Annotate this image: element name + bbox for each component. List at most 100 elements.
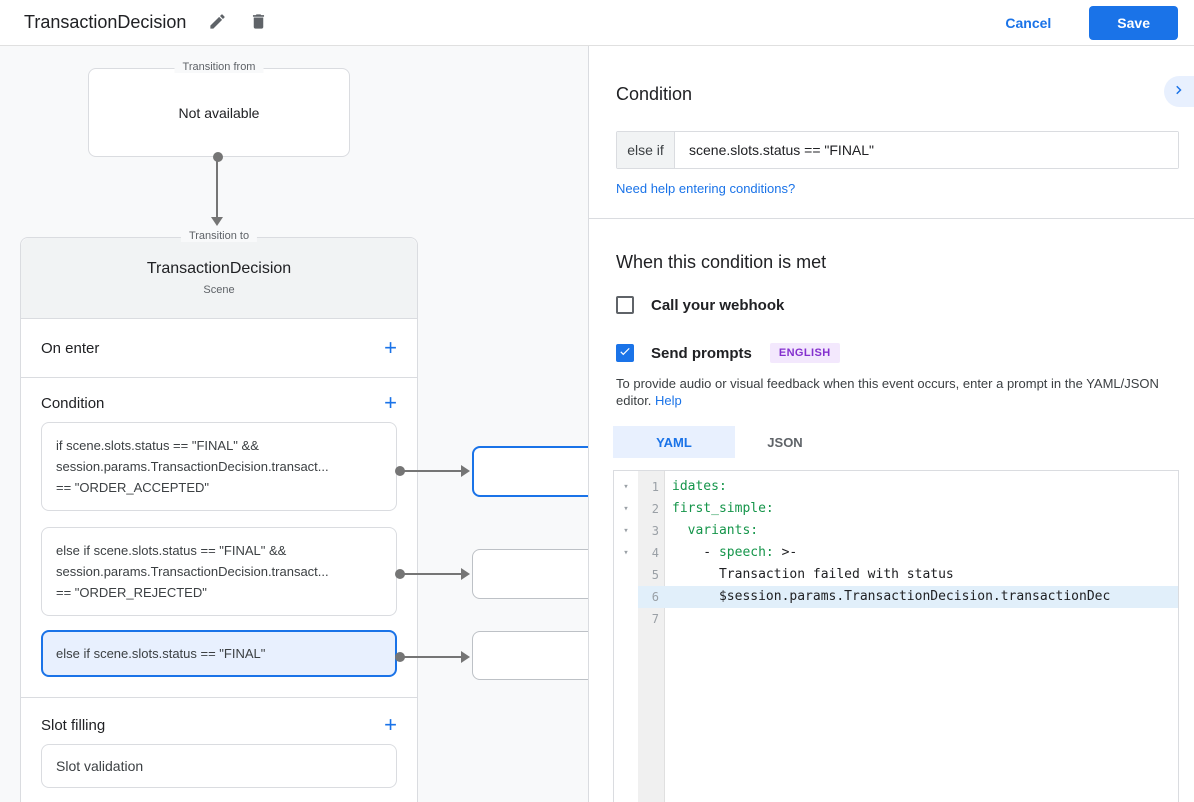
condition-section-label: Condition	[41, 394, 105, 412]
chevron-down-icon[interactable]: ▾	[623, 548, 629, 558]
transition-from-box[interactable]: Transition from Not available	[88, 61, 350, 157]
condition-card[interactable]: else if scene.slots.status == "FINAL" &&…	[41, 527, 397, 616]
send-prompts-checkbox[interactable]	[616, 344, 634, 362]
connector-dot	[395, 652, 405, 662]
condition-card-text: else if scene.slots.status == "FINAL" &&	[56, 543, 287, 558]
editor-code-lines: ▾ 1 idates: ▾ 2 first_simple: ▾ 3 variants: ▾ 4 -…	[614, 476, 1178, 630]
trash-icon	[249, 12, 268, 34]
code-line[interactable]: 7	[614, 608, 1178, 630]
chevron-down-icon[interactable]: ▾	[623, 482, 629, 492]
save-button[interactable]: Save	[1089, 5, 1178, 40]
chevron-right-icon	[1170, 81, 1188, 102]
top-bar: TransactionDecision Cancel Save	[0, 0, 1194, 46]
description-text: To provide audio or visual feedback when…	[616, 376, 1159, 408]
language-badge: ENGLISH	[769, 343, 840, 363]
arrow-down-icon	[211, 217, 223, 226]
connector-line	[404, 573, 462, 575]
on-enter-label: On enter	[41, 339, 100, 357]
line-number: 1	[651, 480, 659, 494]
slot-validation-card[interactable]: Slot validation	[41, 744, 397, 788]
add-on-enter-button[interactable]: +	[384, 337, 397, 359]
connector-dot	[213, 152, 223, 162]
yaml-code-editor[interactable]: ▾ 1 idates: ▾ 2 first_simple: ▾ 3 variants: ▾ 4 -…	[613, 470, 1179, 802]
add-condition-button[interactable]: +	[384, 392, 397, 414]
condition-card-text: else if scene.slots.status == "FINAL"	[56, 646, 266, 661]
help-link[interactable]: Help	[655, 393, 682, 408]
code-text: - speech: >-	[672, 545, 798, 560]
code-text	[665, 608, 1178, 630]
panel-divider	[589, 218, 1194, 219]
condition-section-header: Condition +	[41, 392, 397, 414]
tab-yaml[interactable]: YAML	[613, 426, 735, 458]
transition-from-legend: Transition from	[174, 61, 264, 73]
code-line[interactable]: ▾ 3 variants:	[614, 520, 1178, 542]
cancel-button[interactable]: Cancel	[1005, 14, 1052, 31]
add-slot-button[interactable]: +	[384, 714, 397, 736]
editor-fold-gutter	[614, 471, 638, 802]
connector-dot	[395, 569, 405, 579]
condition-card-list: if scene.slots.status == "FINAL" && sessi…	[41, 422, 397, 677]
scene-type-label: Scene	[203, 284, 235, 296]
line-number: 5	[651, 568, 659, 582]
line-number: 2	[651, 502, 659, 516]
collapse-panel-button[interactable]	[1164, 76, 1194, 107]
line-number: 3	[651, 524, 659, 538]
scene-diagram: Transition from Not available Transition…	[0, 46, 588, 802]
connector-line	[216, 160, 218, 218]
condition-card-text: if scene.slots.status == "FINAL" &&	[56, 438, 259, 453]
page-title: TransactionDecision	[24, 12, 187, 32]
condition-help-link[interactable]: Need help entering conditions?	[616, 181, 796, 196]
transition-target-box[interactable]	[472, 549, 588, 599]
connector-line	[404, 656, 462, 658]
condition-expression-row: else if	[616, 131, 1179, 169]
code-line[interactable]: 6 $session.params.TransactionDecision.tr…	[614, 586, 1178, 608]
send-prompts-label: Send prompts	[651, 344, 752, 362]
tab-json[interactable]: JSON	[767, 434, 803, 450]
fold-gutter-cell	[614, 608, 638, 630]
call-webhook-checkbox[interactable]	[616, 296, 634, 314]
transition-to-box: Transition to TransactionDecision Scene …	[20, 230, 418, 802]
condition-card[interactable]: else if scene.slots.status == "FINAL"	[41, 630, 397, 677]
condition-card-text: == "ORDER_REJECTED"	[56, 585, 207, 600]
condition-expression-input[interactable]	[675, 132, 1178, 168]
code-text: variants:	[687, 523, 759, 538]
code-text: $session.params.TransactionDecision.tran…	[665, 586, 1178, 608]
condition-card[interactable]: if scene.slots.status == "FINAL" && sessi…	[41, 422, 397, 511]
checkmark-icon	[618, 344, 632, 363]
condition-detail-panel: Condition else if Need help entering con…	[588, 46, 1194, 802]
connector-dot	[395, 466, 405, 476]
arrow-right-icon	[461, 568, 470, 580]
line-number: 7	[651, 612, 659, 626]
slot-filling-label: Slot filling	[41, 716, 106, 734]
edit-scene-button[interactable]	[208, 12, 227, 34]
code-text: idates:	[672, 479, 727, 494]
transition-from-content: Not available	[178, 104, 260, 121]
chevron-down-icon[interactable]: ▾	[623, 504, 629, 514]
line-number: 4	[651, 546, 659, 560]
delete-scene-button[interactable]	[249, 12, 268, 34]
transition-target-box[interactable]	[472, 446, 588, 497]
arrow-right-icon	[461, 651, 470, 663]
on-enter-section: On enter +	[21, 319, 417, 378]
condition-card-text: session.params.TransactionDecision.trans…	[56, 459, 329, 474]
transition-target-box[interactable]	[472, 631, 588, 680]
condition-operator-label: else if	[617, 132, 675, 168]
editor-tabs: YAML JSON	[613, 426, 1194, 458]
panel-heading: Condition	[616, 84, 693, 104]
send-prompts-row: Send prompts ENGLISH	[616, 343, 1194, 363]
slot-filling-section: Slot filling + Slot validation	[21, 698, 417, 788]
line-number: 6	[638, 586, 665, 608]
scene-name: TransactionDecision	[146, 260, 292, 277]
call-webhook-label: Call your webhook	[651, 296, 785, 314]
chevron-down-icon[interactable]: ▾	[623, 526, 629, 536]
code-text: first_simple:	[672, 501, 774, 516]
code-line[interactable]: ▾ 2 first_simple:	[614, 498, 1178, 520]
code-line[interactable]: 5 Transaction failed with status	[614, 564, 1178, 586]
code-line[interactable]: ▾ 1 idates:	[614, 476, 1178, 498]
prompt-editor-description: To provide audio or visual feedback when…	[616, 375, 1179, 409]
plus-icon: +	[384, 712, 397, 737]
code-line[interactable]: ▾ 4 - speech: >-	[614, 542, 1178, 564]
slot-filling-header: Slot filling +	[41, 714, 397, 736]
scene-header[interactable]: TransactionDecision Scene	[21, 238, 417, 319]
condition-card-text: == "ORDER_ACCEPTED"	[56, 480, 209, 495]
